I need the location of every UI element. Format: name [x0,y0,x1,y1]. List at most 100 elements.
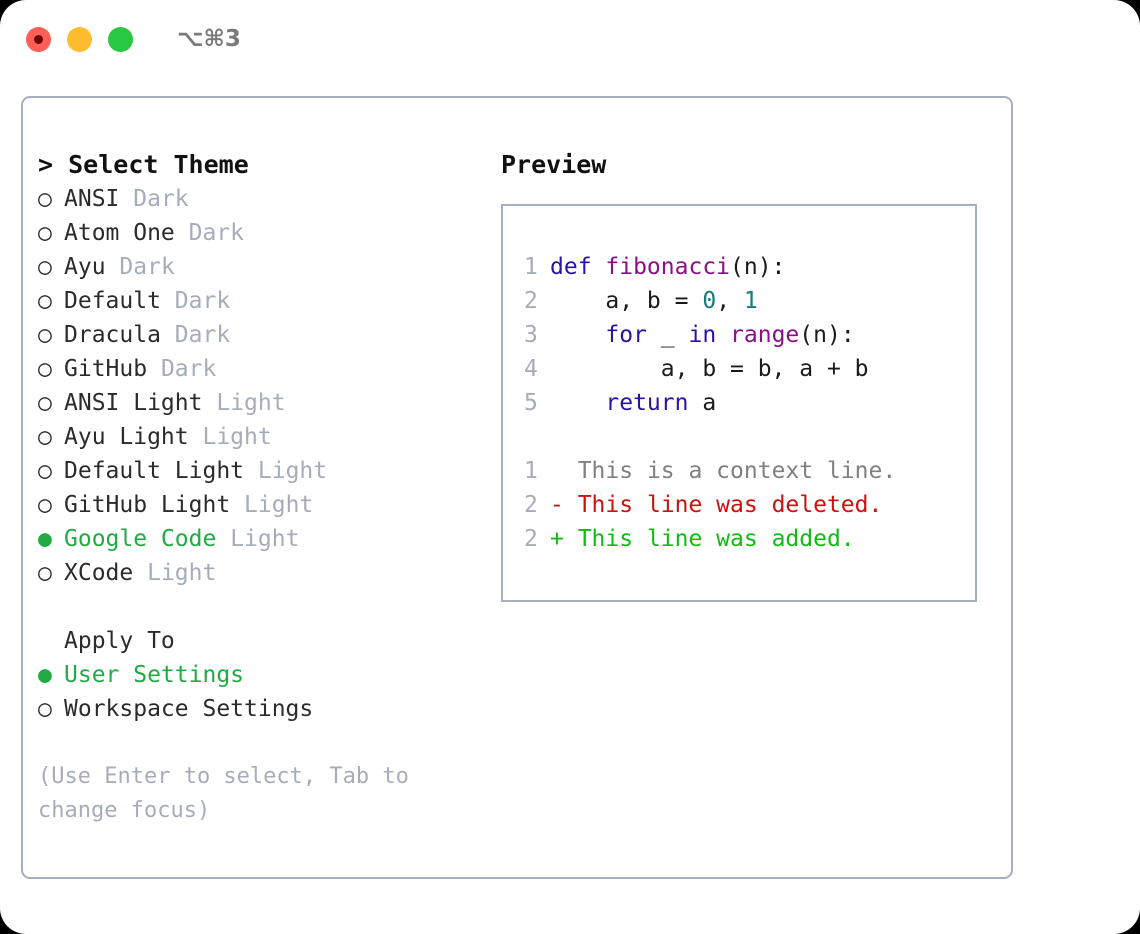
radio-unselected-icon[interactable]: ○ [38,220,52,246]
radio-unselected-icon[interactable]: ○ [38,458,52,484]
code-line: 3 for _ in range(n): [524,318,896,352]
theme-list-item[interactable]: ○Ayu Dark [38,250,478,284]
apply-to-item[interactable]: ○ Workspace Settings [38,692,478,726]
section-spacer [38,590,478,624]
spacer [189,424,203,450]
radio-unselected-icon[interactable]: ○ [38,696,52,722]
theme-list-item[interactable]: ○GitHub Dark [38,352,478,386]
theme-variant-badge: Light [147,560,217,586]
diff-text: This line was added. [577,526,855,552]
theme-name: Ayu Light [64,424,189,450]
code-token-kw: in [688,322,717,348]
spacer [175,220,189,246]
theme-selector-column: > Select Theme ○ANSI Dark○Atom One Dark○… [38,148,478,828]
diff-marker: + [550,526,578,552]
theme-name: Default [64,288,161,314]
theme-name: GitHub Light [64,492,231,518]
spacer [244,458,258,484]
theme-variant-badge: Light [244,492,314,518]
radio-unselected-icon[interactable]: ○ [38,492,52,518]
theme-variant-badge: Dark [133,186,189,212]
theme-list-item[interactable]: ● Google Code Light [38,522,478,556]
code-token-plain: _ [646,322,689,348]
theme-name: ANSI [64,186,120,212]
apply-to-label: User Settings [64,662,245,688]
theme-name: Google Code [64,526,217,552]
apply-to-heading: Apply To [64,628,175,654]
theme-variant-badge: Dark [174,322,231,348]
radio-unselected-icon[interactable]: ○ [38,186,52,212]
main-panel: > Select Theme ○ANSI Dark○Atom One Dark○… [21,96,1013,879]
keyboard-hint-text: (Use Enter to select, Tab to change focu… [38,764,423,823]
close-button-icon[interactable] [26,26,51,52]
code-token-num: 1 [743,288,758,314]
code-token-plain: a, b = b, a + b [550,356,869,382]
spacer [119,186,133,212]
diff-text: This is a context line. [577,458,897,484]
apply-to-label: Workspace Settings [64,696,314,722]
spacer [202,390,216,416]
radio-unselected-icon[interactable]: ○ [38,288,52,314]
theme-list-item[interactable]: ○ GitHub Light Light [38,488,478,522]
zoom-button-icon[interactable] [108,26,133,52]
preview-title: Preview [501,150,607,179]
theme-variant-badge: Dark [119,254,175,280]
theme-list-item[interactable]: ○ Atom One Dark [38,216,478,250]
select-theme-title: Select Theme [68,150,249,179]
spacer [133,560,147,586]
code-token-plain: a, b = [550,288,703,314]
theme-name: XCode [64,560,134,586]
radio-selected-icon[interactable]: ● [38,526,52,552]
theme-name: Default Light [64,458,245,484]
theme-variant-badge: Dark [188,220,245,246]
code-token-kw: return [605,390,689,416]
radio-unselected-icon[interactable]: ○ [38,322,52,348]
radio-unselected-icon[interactable]: ○ [38,424,52,450]
theme-variant-badge: Light [257,458,328,484]
code-token-plain: (n): [799,322,855,348]
code-blank-line [524,420,896,454]
radio-unselected-icon[interactable]: ○ [38,560,52,586]
code-token-plain: (n): [730,254,786,280]
theme-variant-badge: Light [230,526,300,552]
spacer [106,254,120,280]
theme-list: ○ANSI Dark○Atom One Dark○Ayu Dark○Defaul… [38,182,478,590]
radio-unselected-icon[interactable]: ○ [38,254,52,280]
code-line: 4 a, b = b, a + b [524,352,896,386]
theme-variant-badge: Light [216,390,286,416]
theme-list-item[interactable]: ○Default Dark [38,284,478,318]
recording-indicator-icon [34,34,43,44]
code-line: 5 return a [524,386,896,420]
prompt-caret-icon: > [38,150,54,179]
code-token-kw: for [605,322,647,348]
line-number: 2 [524,492,538,518]
code-token-kw: def [550,254,606,280]
radio-unselected-icon[interactable]: ○ [38,390,52,416]
radio-selected-icon[interactable]: ● [38,662,52,688]
theme-name: Atom One [64,220,175,246]
theme-variant-badge: Light [202,424,272,450]
line-number: 2 [524,288,538,314]
radio-unselected-icon[interactable]: ○ [38,356,52,382]
spacer [216,526,230,552]
apply-to-item[interactable]: ● User Settings [38,658,478,692]
diff-marker [550,458,578,484]
diff-marker: - [550,492,578,518]
theme-list-item[interactable]: ○ Ayu Light Light [38,420,478,454]
theme-list-item[interactable]: ○Dracula Dark [38,318,478,352]
diff-line: 1 This is a context line. [524,454,896,488]
minimize-button-icon[interactable] [67,26,92,52]
code-token-plain: , [716,288,744,314]
apply-to-list: ● User Settings ○ Workspace Settings [38,658,478,726]
theme-list-item[interactable]: ○ ANSI Light Light [38,386,478,420]
theme-list-item[interactable]: ○ ANSI Dark [38,182,478,216]
title-bar: ⌥⌘3 [0,0,1140,78]
theme-list-item[interactable]: ○ Default Light Light [38,454,478,488]
code-token-plain: a [688,390,717,416]
line-number: 1 [524,458,538,484]
theme-list-item[interactable]: ○ XCode Light [38,556,478,590]
theme-name: ANSI Light [64,390,203,416]
